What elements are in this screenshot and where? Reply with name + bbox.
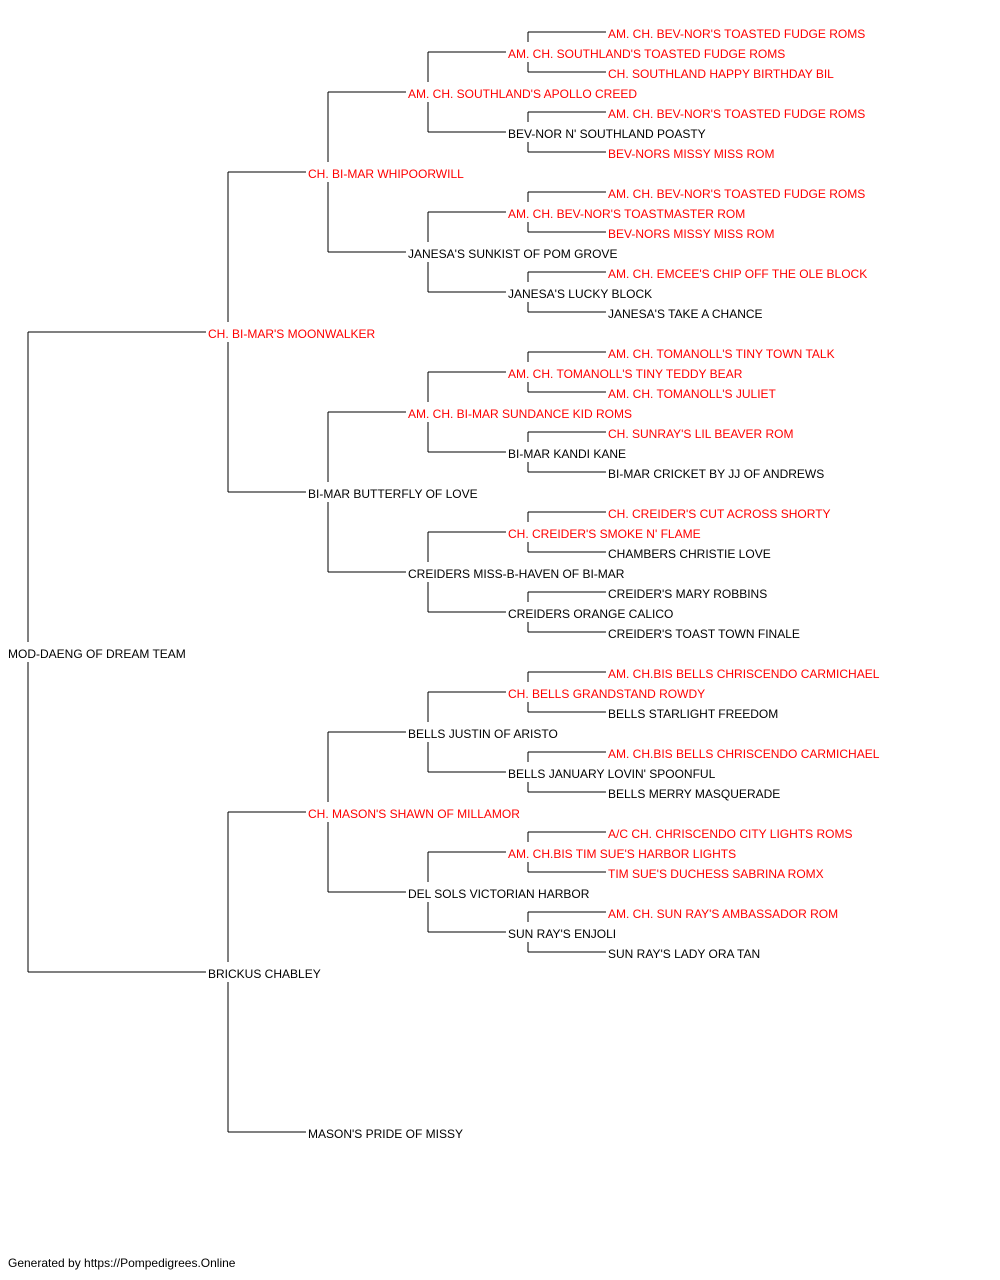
pedigree-name-gen5: AM. CH. BEV-NOR'S TOASTED FUDGE ROMS xyxy=(608,107,865,121)
pedigree-name-gen5: CH. CREIDER'S CUT ACROSS SHORTY xyxy=(608,507,831,521)
pedigree-name-gen5: TIM SUE'S DUCHESS SABRINA ROMX xyxy=(608,867,824,881)
pedigree-name-gen3: DEL SOLS VICTORIAN HARBOR xyxy=(408,887,590,901)
pedigree-name-gen1: CH. BI-MAR'S MOONWALKER xyxy=(208,327,376,341)
pedigree-tree: MOD-DAENG OF DREAM TEAM CH. BI-MAR'S MOON… xyxy=(8,27,880,1141)
pedigree-name-gen5: BELLS STARLIGHT FREEDOM xyxy=(608,707,778,721)
pedigree-name-gen2: BI-MAR BUTTERFLY OF LOVE xyxy=(308,487,478,501)
pedigree-name-gen2: MASON'S PRIDE OF MISSY xyxy=(308,1127,463,1141)
pedigree-name-gen5: CREIDER'S TOAST TOWN FINALE xyxy=(608,627,800,641)
pedigree-name-gen4: JANESA'S LUCKY BLOCK xyxy=(508,287,652,301)
pedigree-name-gen5: SUN RAY'S LADY ORA TAN xyxy=(608,947,760,961)
pedigree-name-gen1: BRICKUS CHABLEY xyxy=(208,967,321,981)
pedigree-name-gen5: AM. CH.BIS BELLS CHRISCENDO CARMICHAEL xyxy=(608,747,880,761)
pedigree-name-gen4: AM. CH. TOMANOLL'S TINY TEDDY BEAR xyxy=(508,367,743,381)
pedigree-name-gen4: SUN RAY'S ENJOLI xyxy=(508,927,616,941)
pedigree-name-gen4: AM. CH.BIS TIM SUE'S HARBOR LIGHTS xyxy=(508,847,736,861)
pedigree-name-gen5: AM. CH. SUN RAY'S AMBASSADOR ROM xyxy=(608,907,838,921)
pedigree-name-gen5: CREIDER'S MARY ROBBINS xyxy=(608,587,767,601)
pedigree-name-gen3: BELLS JUSTIN OF ARISTO xyxy=(408,727,558,741)
pedigree-name-gen3: AM. CH. BI-MAR SUNDANCE KID ROMS xyxy=(408,407,632,421)
footer-credit: Generated by https://Pompedigrees.Online xyxy=(8,1256,236,1270)
pedigree-name-gen4: CREIDERS ORANGE CALICO xyxy=(508,607,673,621)
pedigree-name-gen5: CHAMBERS CHRISTIE LOVE xyxy=(608,547,771,561)
pedigree-name-gen5: BEV-NORS MISSY MISS ROM xyxy=(608,147,774,161)
pedigree-name-gen5: AM. CH. EMCEE'S CHIP OFF THE OLE BLOCK xyxy=(608,267,867,281)
pedigree-name-gen4: CH. BELLS GRANDSTAND ROWDY xyxy=(508,687,705,701)
pedigree-name-gen5: AM. CH. BEV-NOR'S TOASTED FUDGE ROMS xyxy=(608,187,865,201)
pedigree-name-gen2: CH. MASON'S SHAWN OF MILLAMOR xyxy=(308,807,520,821)
pedigree-name-gen5: CH. SUNRAY'S LIL BEAVER ROM xyxy=(608,427,793,441)
pedigree-name-gen5: AM. CH. TOMANOLL'S TINY TOWN TALK xyxy=(608,347,835,361)
pedigree-name-gen5: JANESA'S TAKE A CHANCE xyxy=(608,307,763,321)
pedigree-name-gen4: BI-MAR KANDI KANE xyxy=(508,447,626,461)
pedigree-name-gen4: AM. CH. SOUTHLAND'S TOASTED FUDGE ROMS xyxy=(508,47,785,61)
pedigree-name-gen4: CH. CREIDER'S SMOKE N' FLAME xyxy=(508,527,701,541)
pedigree-name-gen3: JANESA'S SUNKIST OF POM GROVE xyxy=(408,247,617,261)
pedigree-name-gen0: MOD-DAENG OF DREAM TEAM xyxy=(8,647,186,661)
pedigree-name-gen5: A/C CH. CHRISCENDO CITY LIGHTS ROMS xyxy=(608,827,852,841)
pedigree-name-gen5: AM. CH. BEV-NOR'S TOASTED FUDGE ROMS xyxy=(608,27,865,41)
pedigree-name-gen5: CH. SOUTHLAND HAPPY BIRTHDAY BIL xyxy=(608,67,834,81)
pedigree-name-gen3: AM. CH. SOUTHLAND'S APOLLO CREED xyxy=(408,87,637,101)
pedigree-name-gen3: CREIDERS MISS-B-HAVEN OF BI-MAR xyxy=(408,567,625,581)
pedigree-name-gen4: AM. CH. BEV-NOR'S TOASTMASTER ROM xyxy=(508,207,745,221)
pedigree-name-gen5: AM. CH.BIS BELLS CHRISCENDO CARMICHAEL xyxy=(608,667,880,681)
pedigree-name-gen5: BELLS MERRY MASQUERADE xyxy=(608,787,780,801)
pedigree-name-gen5: BEV-NORS MISSY MISS ROM xyxy=(608,227,774,241)
pedigree-name-gen5: AM. CH. TOMANOLL'S JULIET xyxy=(608,387,777,401)
pedigree-name-gen4: BEV-NOR N' SOUTHLAND POASTY xyxy=(508,127,706,141)
pedigree-name-gen4: BELLS JANUARY LOVIN' SPOONFUL xyxy=(508,767,716,781)
pedigree-name-gen5: BI-MAR CRICKET BY JJ OF ANDREWS xyxy=(608,467,824,481)
pedigree-name-gen2: CH. BI-MAR WHIPOORWILL xyxy=(308,167,464,181)
